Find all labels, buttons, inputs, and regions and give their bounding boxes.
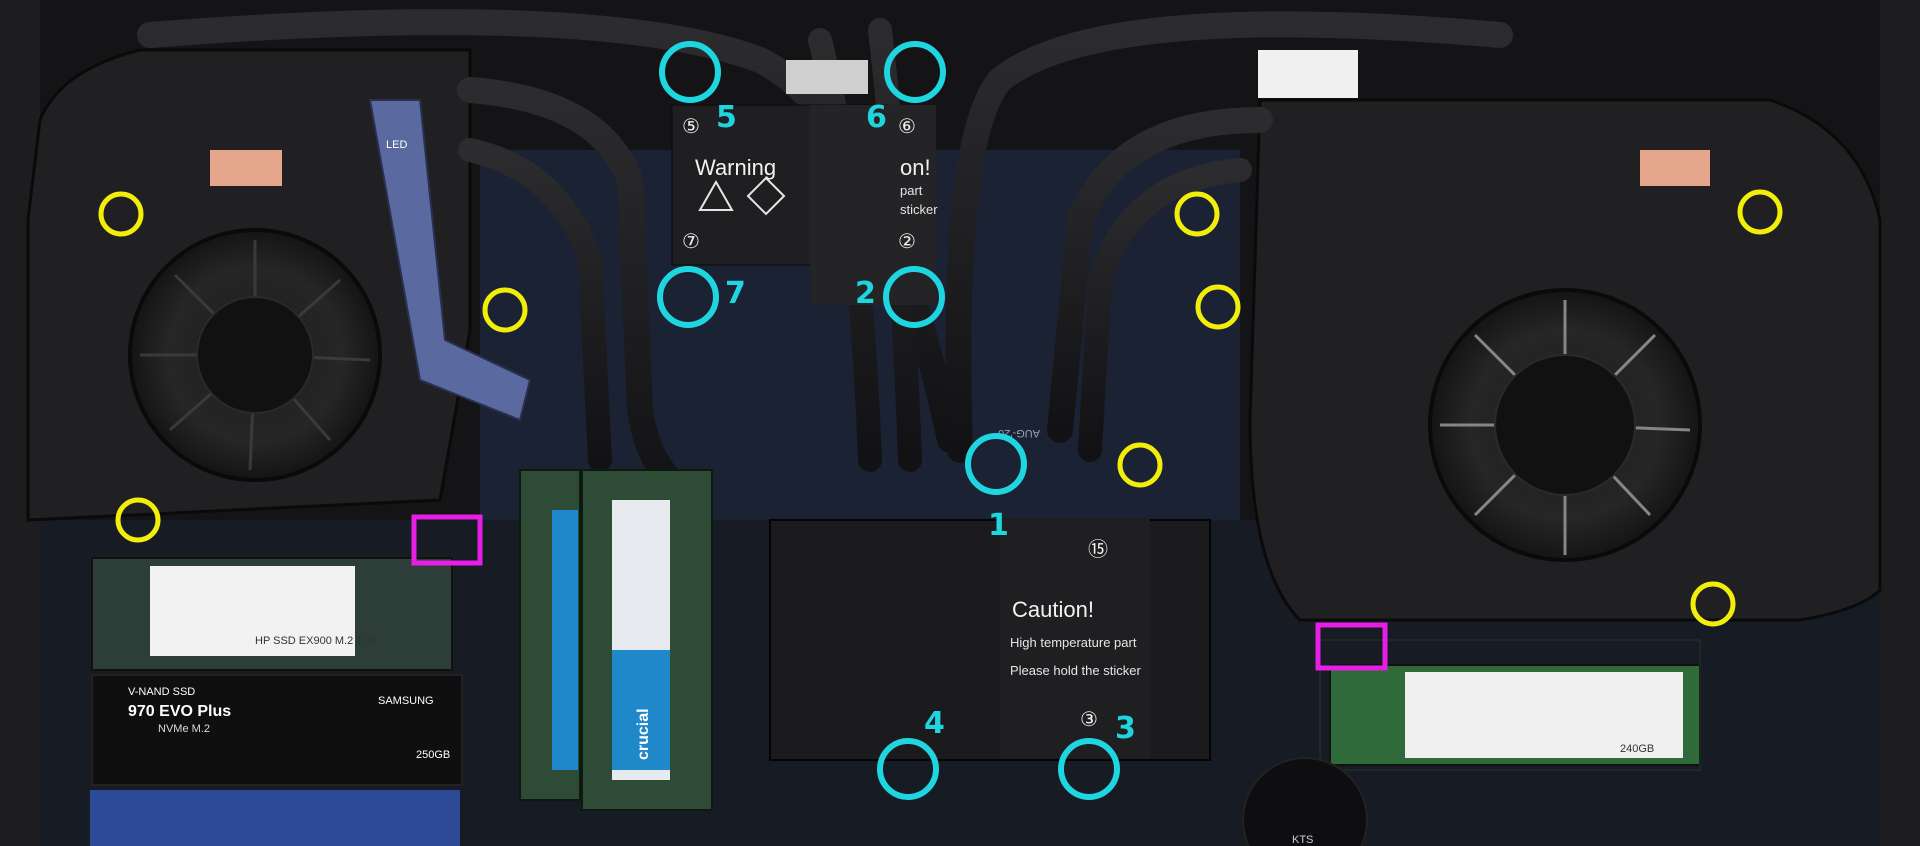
warning-sticker-circled-2: ② <box>898 229 916 253</box>
ssd-samsung-sub: NVMe M.2 <box>158 723 210 735</box>
caution-sticker-title: Caution! <box>1012 597 1094 622</box>
ssd-hp: HP SSD EX900 M.2 1TB <box>91 557 453 671</box>
numbered-screw-label-2: 2 <box>855 276 876 311</box>
led-cable-label: LED <box>386 139 407 151</box>
connector-marker <box>411 514 483 566</box>
caution-sticker-circled: ⑮ <box>1088 537 1108 561</box>
caution-sticker-line2: Please hold the sticker <box>1010 663 1141 678</box>
numbered-screws: 1 2 3 4 5 6 7 <box>657 41 1136 800</box>
ram-module-1 <box>519 469 581 801</box>
right-fan-hub <box>1494 354 1636 496</box>
ssd-hp-label: HP SSD EX900 M.2 1TB <box>255 635 376 647</box>
numbered-screw-label-3: 3 <box>1115 711 1136 746</box>
speaker-label: KTS <box>1292 834 1313 846</box>
screw-marker-yellow <box>1174 191 1220 237</box>
warning-hot-surface-icon <box>698 176 786 216</box>
right-qr-label <box>1258 50 1358 98</box>
caution-sticker-circled-bottom: ③ <box>1080 707 1098 731</box>
connector-marker <box>1315 622 1388 671</box>
numbered-screw-marker-6 <box>884 41 946 103</box>
numbered-screw-label-1: 1 <box>988 508 1009 543</box>
numbered-screw-marker-3 <box>1058 738 1120 800</box>
warning-sticker-title: Warning <box>695 155 776 180</box>
ssd-green-capacity: 240GB <box>1620 743 1654 755</box>
led-ribbon-cable <box>368 99 532 422</box>
ram-brand-label: crucial <box>635 708 652 760</box>
ssd-samsung-model: 970 EVO Plus <box>128 703 231 720</box>
warning-sticker-partial-text-3: sticker <box>900 202 938 217</box>
caution-sticker-line1: High temperature part <box>1010 635 1137 650</box>
other-screw-markers <box>98 189 1783 627</box>
ssd-samsung-brand: V-NAND SSD <box>128 686 195 698</box>
warning-sticker-partial-text-2: part <box>900 183 923 198</box>
ssd-samsung: V-NAND SSD 970 EVO Plus NVMe M.2 SAMSUNG… <box>91 674 463 786</box>
screw-marker-yellow <box>1195 284 1241 330</box>
top-tape <box>786 60 868 94</box>
numbered-screw-marker-7 <box>657 266 719 328</box>
left-fan-hub <box>196 296 314 414</box>
numbered-screw-marker-1 <box>965 433 1027 495</box>
screw-marker-yellow <box>1690 581 1736 627</box>
screw-marker-yellow <box>1737 189 1783 235</box>
numbered-screw-label-7: 7 <box>725 276 746 311</box>
numbered-screw-label-6: 6 <box>866 100 887 135</box>
screw-marker-yellow <box>482 287 528 333</box>
ram-module-2 <box>581 469 713 811</box>
speaker <box>1242 757 1368 846</box>
warning-sticker-partial-text: on! <box>900 155 931 180</box>
left-copper-pad <box>210 150 282 186</box>
numbered-screw-marker-2 <box>883 266 945 328</box>
connector-markers <box>411 514 1388 671</box>
warning-sticker-circled-7: ⑦ <box>682 229 700 253</box>
screw-marker-yellow <box>98 191 144 237</box>
ssd-samsung-capacity: 250GB <box>416 749 450 761</box>
board-green-lower-right <box>1319 639 1701 771</box>
caution-sticker <box>1000 518 1150 758</box>
numbered-screw-label-4: 4 <box>924 706 945 741</box>
warning-sticker-circled-5: ⑤ <box>682 114 700 138</box>
warning-sticker-circled-6: ⑥ <box>898 114 916 138</box>
numbered-screw-marker-4 <box>877 738 939 800</box>
board-blue-strip <box>90 790 460 846</box>
numbered-screw-label-5: 5 <box>716 100 737 135</box>
chassis-right-edge <box>1880 0 1920 846</box>
numbered-screw-marker-5 <box>659 41 721 103</box>
ssd-green: 240GB <box>1329 664 1701 766</box>
screw-marker-yellow <box>115 497 161 543</box>
screw-marker-yellow <box>1117 442 1163 488</box>
ssd-samsung-maker: SAMSUNG <box>378 695 434 707</box>
right-copper-pad <box>1640 150 1710 186</box>
